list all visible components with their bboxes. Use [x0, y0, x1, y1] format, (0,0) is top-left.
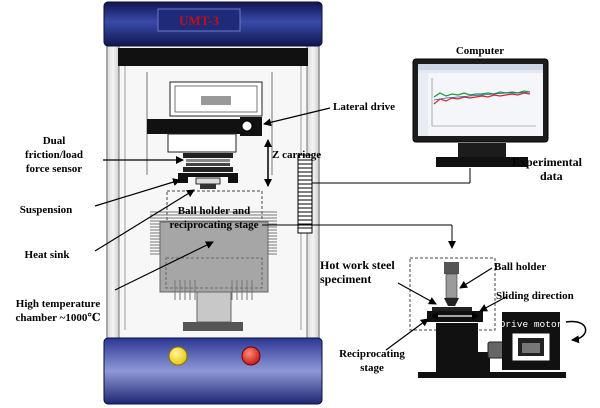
suspension-label: Suspension	[20, 204, 73, 216]
chamber-pedestal	[196, 291, 232, 323]
detail-dashed-box	[409, 257, 496, 331]
lateral-drive-beam	[147, 119, 252, 134]
pedestal-base	[183, 322, 243, 331]
chamber-label-1: High temperature	[16, 298, 101, 310]
z-carriage-block	[167, 133, 237, 153]
green-plot-line	[433, 90, 531, 98]
stage-foundation	[418, 372, 566, 378]
z-carriage-label: Z carriage	[272, 149, 321, 161]
experimental-data-label-2: data	[540, 169, 563, 183]
callout-lines	[94, 107, 507, 351]
reciprocating-stage-detail	[409, 257, 587, 378]
lateral-drive-label: Lateral drive	[333, 101, 395, 113]
ball-holder-cap	[444, 262, 459, 274]
chamber-label-2: chamber ~1000℃	[16, 312, 101, 324]
model-label: UMT-3	[179, 13, 219, 28]
monitor-stand	[436, 157, 528, 167]
z-carriage-column	[297, 154, 313, 234]
top-crossbar	[118, 48, 308, 66]
motor-rotation-arrow	[565, 320, 587, 344]
dual-sensor-label-1: Dual	[43, 135, 66, 147]
ball-holder-label: Ball holder	[494, 261, 546, 273]
z-carriage-hatch	[298, 159, 312, 229]
machine-base	[103, 337, 323, 405]
dual-sensor-label-3: force sensor	[26, 163, 82, 175]
dual-force-sensor	[183, 153, 233, 172]
specimen-label-2: speciment	[320, 272, 371, 286]
steel-specimen	[432, 307, 472, 311]
ball-holder-stage-label-2: reciprocating stage	[169, 219, 258, 231]
red-plot-line	[433, 92, 531, 105]
stage-base	[436, 323, 478, 375]
suspension	[178, 173, 238, 183]
specimen-label-1: Hot work steel	[320, 258, 395, 272]
ball-holder-shaft	[445, 273, 458, 299]
red-indicator-light	[241, 346, 261, 366]
computer	[412, 58, 549, 167]
yellow-indicator-light	[168, 346, 188, 366]
reciprocating-stage-label-1: Reciprocating	[339, 348, 405, 360]
sliding-direction-label: Sliding direction	[496, 290, 574, 302]
drive-motor-label: Drive motor	[500, 319, 563, 330]
umt3-machine: UMT-3	[103, 1, 323, 405]
high-temperature-chamber	[159, 221, 269, 293]
heat-sink-label: Heat sink	[25, 249, 71, 261]
model-badge	[157, 8, 241, 32]
drive-coupling	[487, 341, 505, 359]
experimental-data-label-1: Experimental	[512, 155, 583, 169]
monitor-neck	[458, 143, 506, 157]
upper-carriage-vent	[201, 96, 231, 105]
computer-label: Computer	[456, 45, 504, 57]
reciprocating-stage-label-2: stage	[360, 362, 384, 374]
monitor-screen	[418, 64, 543, 136]
ball-holder-stage-label-1: Ball holder and	[178, 205, 251, 217]
left-column	[106, 39, 120, 341]
ball-holder-tip	[444, 298, 459, 306]
dual-sensor-label-2: friction/load	[25, 149, 83, 161]
